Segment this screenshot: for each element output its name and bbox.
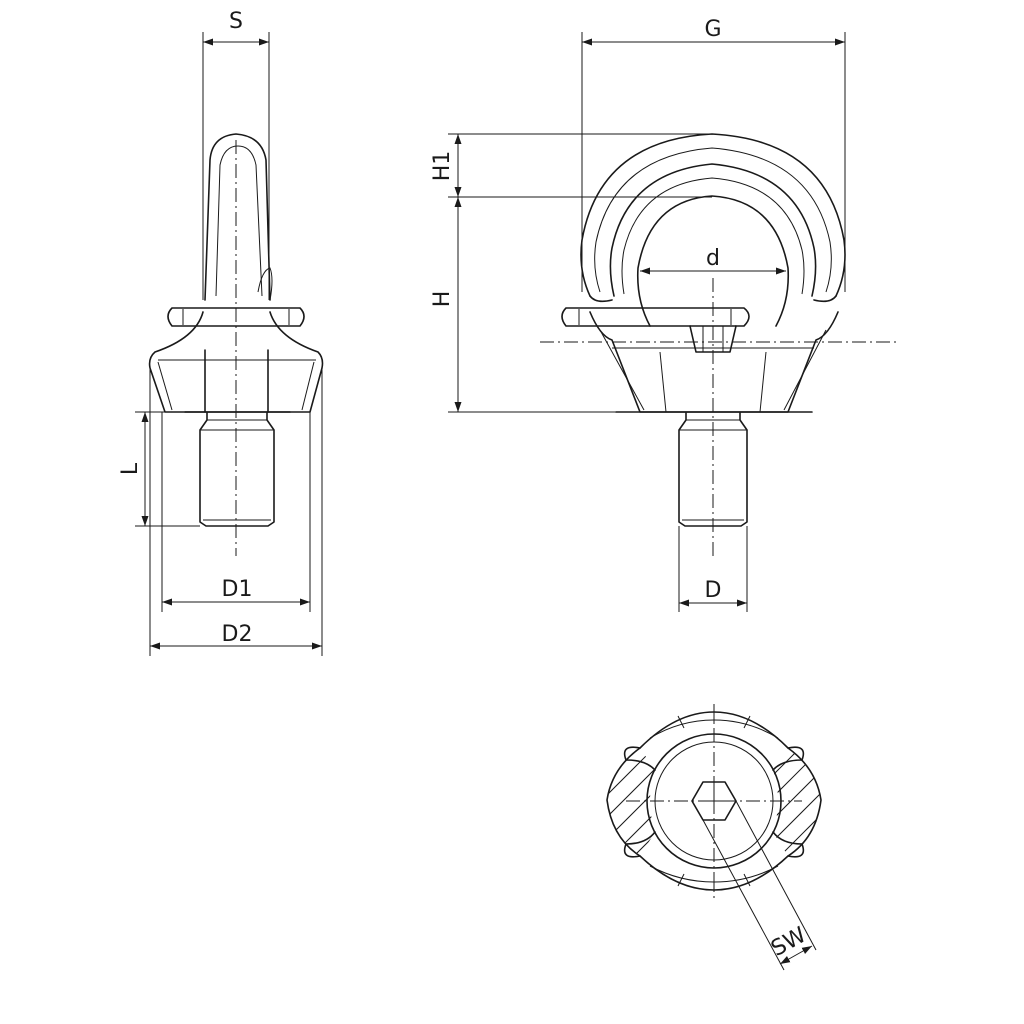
front-ring-outer (580, 133, 846, 297)
dim-label-l: L (118, 462, 143, 475)
front-ring-inner (609, 163, 817, 297)
dim-label-d-small: d (706, 246, 720, 271)
dim-label-d2: D2 (222, 622, 253, 647)
front-view: G H1 H d D (430, 17, 900, 612)
dim-label-d: D (705, 578, 722, 603)
front-eye-hole (636, 195, 790, 327)
side-view: S L D1 D2 (118, 9, 324, 656)
side-thread (199, 412, 275, 527)
top-section-view: SW (606, 704, 822, 971)
front-cross-pin (561, 307, 750, 327)
dim-label-g: G (704, 17, 721, 42)
front-body (589, 311, 839, 413)
dim-label-h1: H1 (430, 151, 455, 182)
dim-label-h: H (430, 291, 455, 308)
dim-label-d1: D1 (222, 577, 253, 602)
side-eye-outline (204, 133, 271, 301)
dim-label-s: S (229, 9, 243, 34)
side-cross-pin (167, 307, 305, 327)
